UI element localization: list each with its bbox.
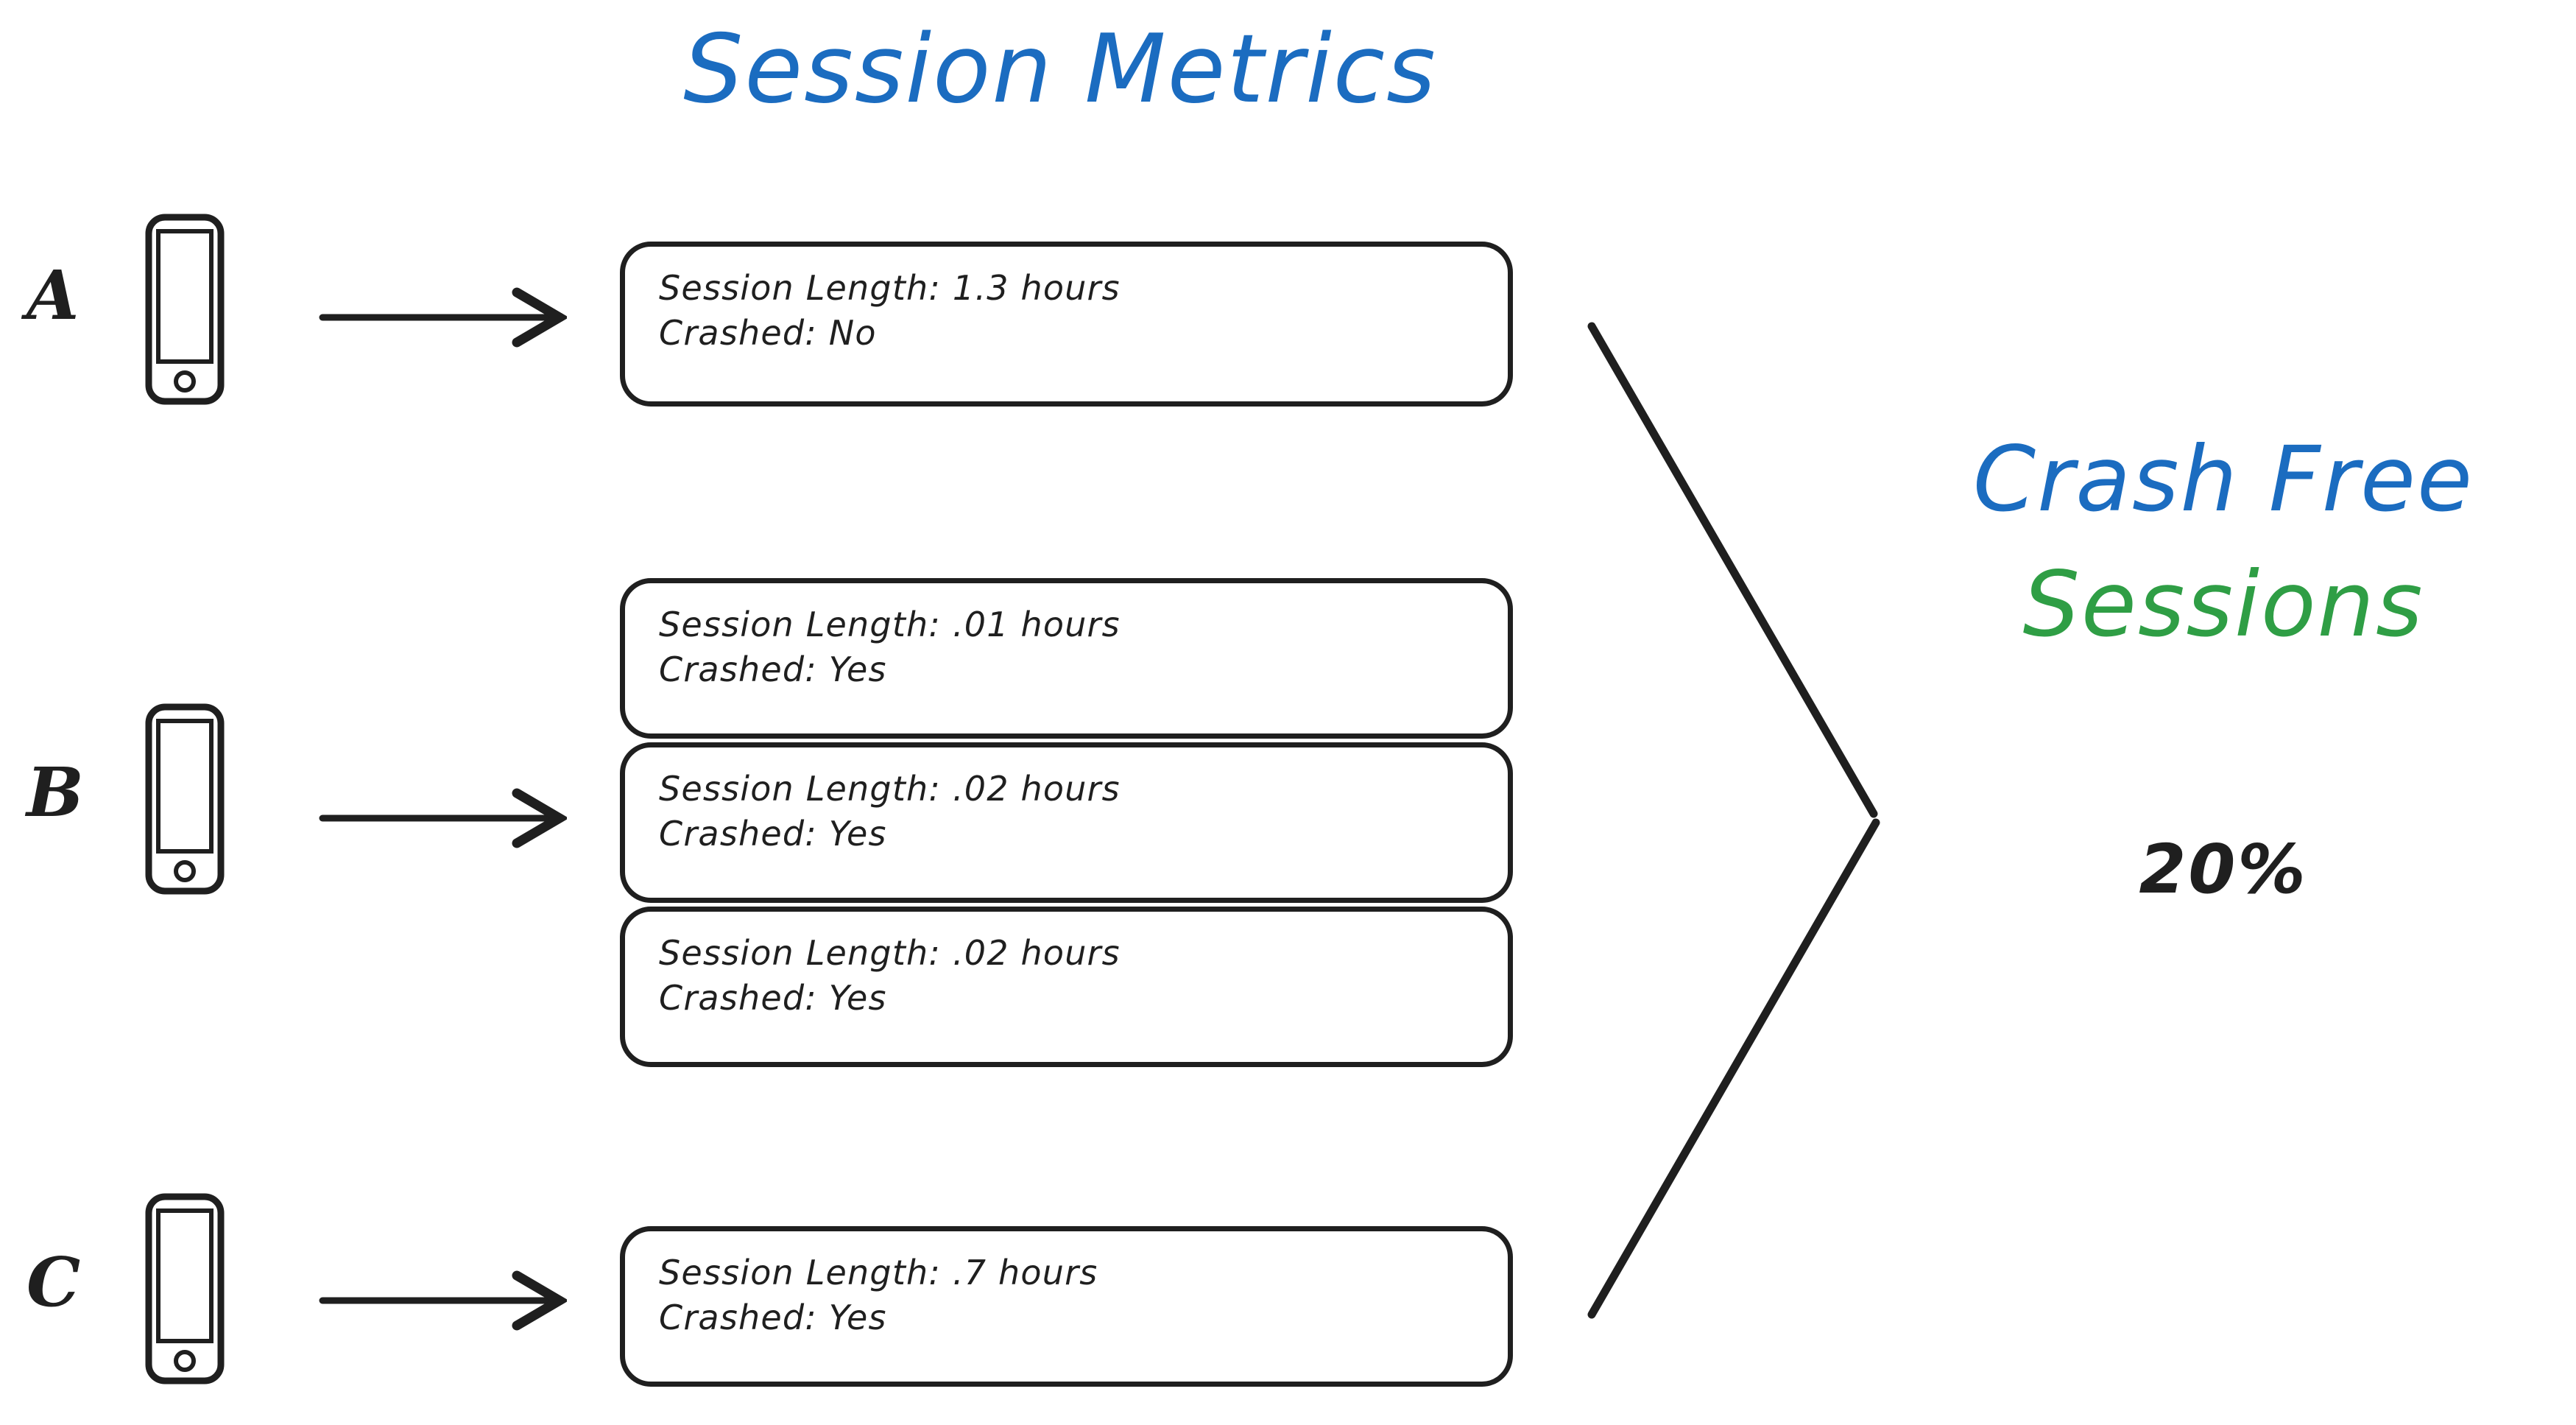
session-card[interactable]: Session Length: .01 hours Crashed: Yes xyxy=(620,578,1513,739)
result-title-line-2: Sessions xyxy=(2022,552,2424,657)
session-length-line: Session Length: 1.3 hours xyxy=(659,268,1121,308)
device-group-label-b: B xyxy=(27,753,84,832)
session-crashed-line: Crashed: No xyxy=(659,312,877,353)
flow-arrow-b xyxy=(317,784,569,854)
session-crashed-line: Crashed: Yes xyxy=(659,1297,887,1337)
phone-icon xyxy=(144,703,225,898)
phone-icon xyxy=(144,1193,225,1387)
session-crashed-line: Crashed: Yes xyxy=(659,813,887,854)
session-crashed-line: Crashed: Yes xyxy=(659,649,887,689)
session-length-line: Session Length: .02 hours xyxy=(659,933,1121,973)
device-group-label-c: C xyxy=(27,1242,81,1322)
session-crashed-line: Crashed: Yes xyxy=(659,977,887,1018)
result-value: 20% xyxy=(2139,830,2308,909)
session-card[interactable]: Session Length: .02 hours Crashed: Yes xyxy=(620,742,1513,903)
session-length-line: Session Length: .01 hours xyxy=(659,605,1121,644)
session-length-line: Session Length: .02 hours xyxy=(659,769,1121,809)
flow-arrow-a xyxy=(317,284,569,353)
device-group-label-a: A xyxy=(27,256,80,335)
session-card[interactable]: Session Length: 1.3 hours Crashed: No xyxy=(620,242,1513,407)
flow-arrow-c xyxy=(317,1267,569,1336)
session-length-line: Session Length: .7 hours xyxy=(659,1253,1098,1292)
result-title-line-1: Crash Free xyxy=(1972,427,2474,532)
page-title: Session Metrics xyxy=(683,15,1437,124)
session-card[interactable]: Session Length: .7 hours Crashed: Yes xyxy=(620,1226,1513,1387)
aggregation-bracket xyxy=(1561,295,1929,1358)
session-card[interactable]: Session Length: .02 hours Crashed: Yes xyxy=(620,907,1513,1067)
phone-icon xyxy=(144,214,225,408)
